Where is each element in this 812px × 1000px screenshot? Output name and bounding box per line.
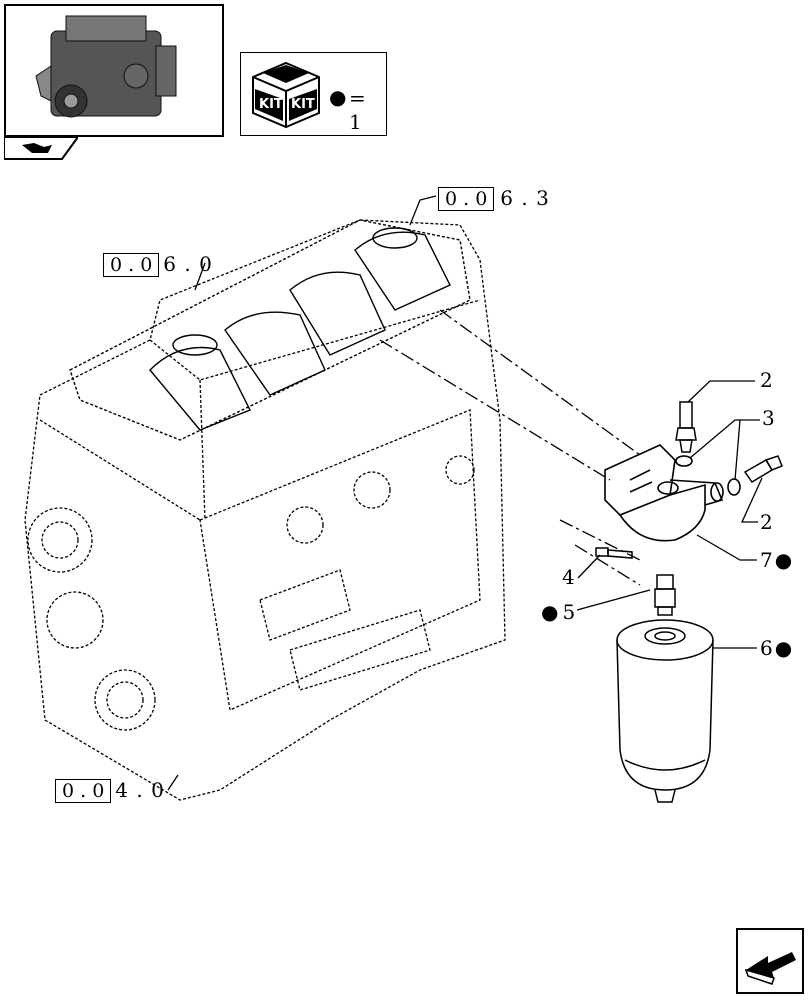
next-page-button[interactable] xyxy=(736,928,804,994)
bleed-screw-2b xyxy=(743,455,783,484)
fuel-filter-6 xyxy=(616,619,714,803)
ref-label-063-suffix: 6 . 3 xyxy=(500,186,550,210)
engine-thumbnail-frame xyxy=(4,4,224,137)
washer-3b xyxy=(727,478,741,496)
cylinder-head xyxy=(69,219,471,441)
callout-5-number: 5 xyxy=(562,600,576,624)
ref-label-060-box: 0 . 0 xyxy=(103,253,160,277)
callout-2-top-number: 2 xyxy=(760,368,773,392)
callout-6-number: 6 xyxy=(760,636,773,660)
callout-7-kit-bullet: ● xyxy=(774,548,793,572)
next-page-arrow-icon xyxy=(744,952,796,985)
bolt-4 xyxy=(595,547,633,559)
callout-3: 3 xyxy=(762,406,775,430)
bleed-screw-2 xyxy=(675,401,697,453)
kit-equals-text: = 1 xyxy=(349,86,367,134)
callout-5-kit-bullet: ● xyxy=(541,600,559,624)
callout-6: 6● xyxy=(760,636,792,660)
engine-thumbnail-icon xyxy=(35,15,177,118)
callout-4: 4 xyxy=(562,565,575,589)
filter-head xyxy=(604,444,724,542)
ref-label-060-suffix: 6 . 0 xyxy=(163,252,213,276)
ref-label-040-suffix: 4 . 0 xyxy=(115,778,165,802)
ref-label-063-box: 0 . 0 xyxy=(438,187,495,211)
callout-4-number: 4 xyxy=(562,565,575,589)
kit-bullet: ● xyxy=(329,85,347,109)
book-flag-icon xyxy=(3,136,80,160)
callout-3-number: 3 xyxy=(762,406,775,430)
callout-2-right-number: 2 xyxy=(760,510,773,534)
callout-7-number: 7 xyxy=(760,548,773,572)
callout-6-kit-bullet: ● xyxy=(774,636,793,660)
callout-2-top: 2 xyxy=(760,368,773,392)
kit-word-left: KIT xyxy=(259,97,283,112)
ref-label-040-box: 0 . 0 xyxy=(55,779,112,803)
callout-7: 7● xyxy=(760,548,792,572)
washer-3a xyxy=(675,455,693,467)
engine-block xyxy=(24,219,506,801)
callout-5: ●5 xyxy=(541,600,575,624)
thumbnail-nav-tab[interactable] xyxy=(3,135,80,160)
kit-word-right: KIT xyxy=(291,97,315,112)
kit-legend-frame: KIT KIT ● = 1 xyxy=(240,52,387,136)
kit-box-icon xyxy=(252,61,320,129)
callout-2-right: 2 xyxy=(760,510,773,534)
nipple-5 xyxy=(654,574,676,616)
